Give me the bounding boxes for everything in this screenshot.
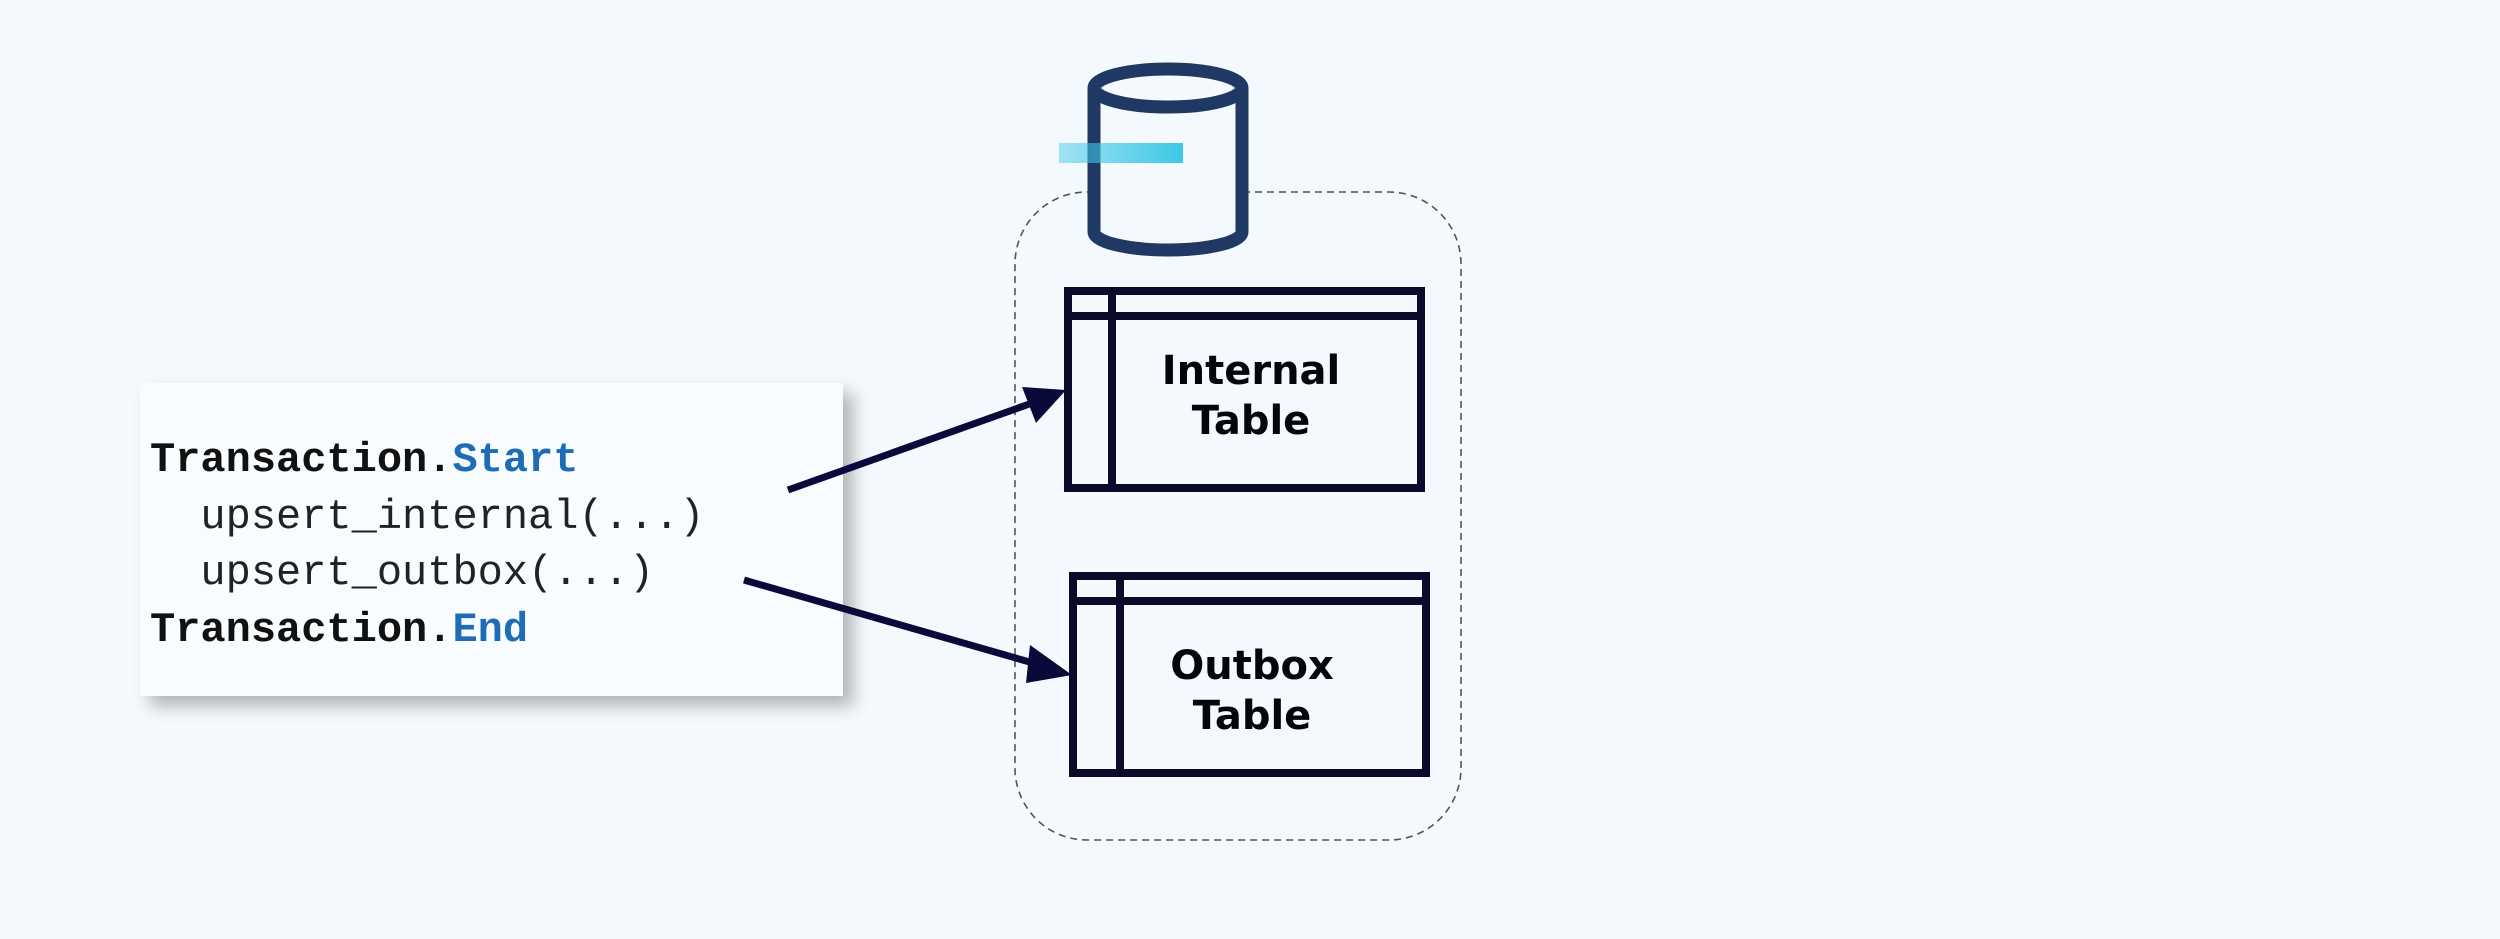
transaction-keyword: Transaction. xyxy=(150,436,453,484)
code-line-transaction-start: Transaction.Start xyxy=(150,439,578,481)
start-keyword: Start xyxy=(452,436,579,484)
code-line-upsert-outbox: upsert_outbox(...) xyxy=(150,549,655,597)
database-cylinder-icon xyxy=(1087,62,1249,257)
code-line-upsert-internal: upsert_internal(...) xyxy=(150,493,705,541)
internal-table-icon xyxy=(1064,287,1425,492)
transaction-keyword: Transaction. xyxy=(150,606,453,654)
code-snippet-box xyxy=(140,383,843,696)
highlight-bar xyxy=(1059,143,1183,163)
internal-table-label-line1: Internal xyxy=(1162,348,1341,394)
code-line-transaction-end: Transaction.End xyxy=(150,609,528,651)
outbox-table-label-line1: Outbox xyxy=(1170,643,1334,689)
outbox-table-label-line2: Table xyxy=(1193,693,1312,739)
arrow-to-outbox-table xyxy=(743,576,1072,683)
outbox-table-icon xyxy=(1069,572,1430,777)
arrow-to-internal-table xyxy=(786,387,1066,494)
end-keyword: End xyxy=(452,606,529,654)
internal-table-label-line2: Table xyxy=(1192,398,1311,444)
